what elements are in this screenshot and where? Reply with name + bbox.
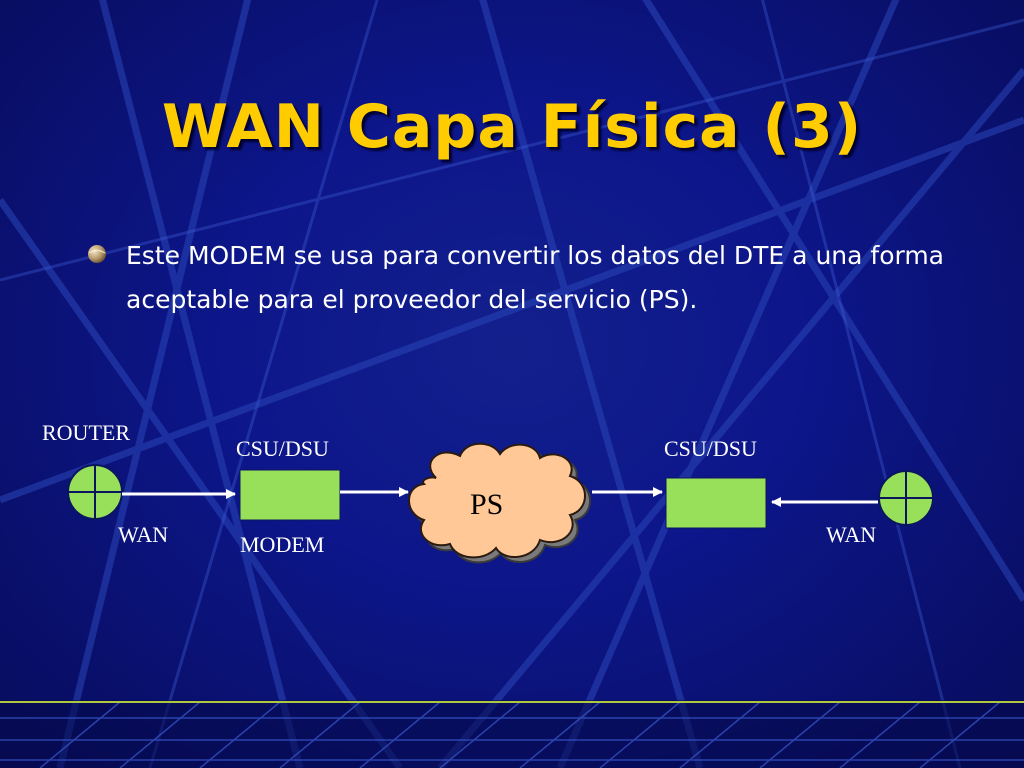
csu-dsu-right-label: CSU/DSU [664, 436, 757, 461]
csu-dsu-right-box [665, 477, 767, 529]
modem-label: MODEM [240, 532, 325, 557]
csu-dsu-left-label: CSU/DSU [236, 436, 329, 461]
csu-dsu-left-box [239, 469, 341, 521]
router-label: ROUTER [42, 420, 130, 445]
router-left-icon [67, 464, 123, 520]
wan-right-label: WAN [826, 522, 877, 547]
bullet-text: Este MODEM se usa para convertir los dat… [126, 241, 945, 314]
cloud-label: PS [470, 488, 504, 521]
router-right-icon [878, 470, 934, 526]
wan-left-label: WAN [118, 522, 169, 547]
slide-title: WAN Capa Física (3) [161, 92, 863, 162]
cloud-icon [408, 442, 591, 564]
bullet-sphere-icon [88, 245, 106, 263]
